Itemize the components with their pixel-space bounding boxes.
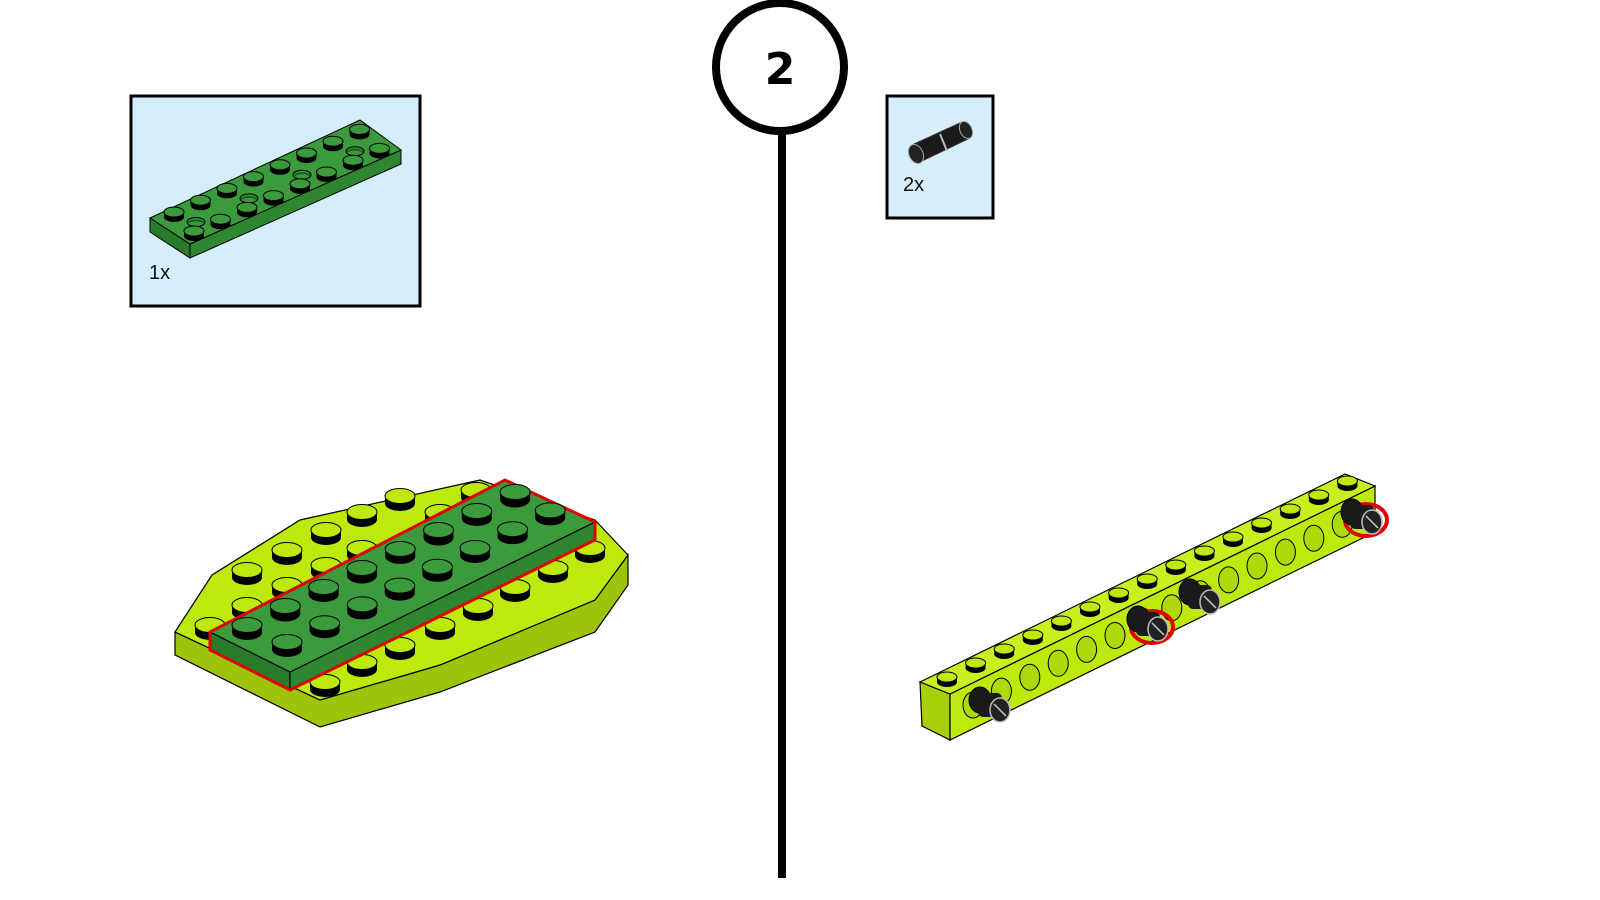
beam-stud [1108,587,1130,603]
green-stud [497,521,529,545]
stud [316,166,337,182]
stud [236,201,258,218]
stud [183,225,205,241]
beam-stud [1193,545,1215,561]
lime-stud [231,562,263,586]
stud [163,206,185,222]
green-stud [271,634,303,658]
new-part-highlight [208,478,597,692]
beam-stud [1022,629,1044,645]
beam-assembly-model [918,473,1389,741]
connector-pin-icon [907,120,974,165]
stud [369,142,390,159]
lime-stud [309,674,341,697]
green-stud [231,617,263,640]
beam-hole [1161,594,1183,622]
stud-hole [292,169,312,180]
beam-hole [1218,566,1240,594]
green-stud [309,615,341,639]
connector-pin-new [1340,498,1389,538]
green-stud [384,541,416,565]
lime-stud [271,542,303,565]
stud-hole [345,146,365,157]
beam-stud [1050,615,1072,631]
green-plate-icon [148,119,402,259]
plate-assembly-model [174,478,629,728]
beam-hole [1019,663,1041,691]
green-stud [346,560,378,583]
lime-stud [310,522,342,546]
beam-hole [1246,552,1268,580]
stud [289,178,311,194]
stud [269,159,291,175]
beam-hole [1303,524,1325,552]
beam-stud [1251,517,1273,533]
beam-stud [1165,559,1187,575]
stud [349,123,370,140]
beam-hole [1076,635,1098,663]
lime-stud [346,504,378,527]
stud [296,147,317,163]
green-stud [384,577,416,601]
step-number-circle [712,0,848,135]
green-stud [421,558,453,582]
lime-stud [384,488,416,512]
stud-hole [239,193,259,204]
beam-stud [1222,531,1244,547]
beam-stud [965,657,987,673]
green-stud [499,484,531,507]
connector-pin [968,686,1011,723]
parts-callout-plate: 1x [129,94,422,308]
green-stud [308,579,340,602]
stud [216,182,238,199]
stud [263,190,284,206]
green-stud [269,598,301,621]
stud [210,213,231,230]
quantity-label: 2x [903,174,924,196]
green-stud [461,503,493,527]
stud [243,171,264,187]
beam-stud [1308,489,1330,505]
green-stud [423,522,454,546]
beam-stud [1136,573,1158,589]
parts-callout-pin: 2x [885,94,995,220]
beam-stud [1336,475,1358,492]
stud-hole [186,217,206,227]
beam-stud [1079,601,1101,617]
stud [190,194,211,211]
beam-stud [936,671,958,687]
beam-stud [1279,503,1301,519]
beam-hole [1104,622,1126,649]
beam-hole [1047,649,1069,677]
stud [342,154,364,171]
connector-pin-new [1126,605,1175,645]
green-stud [346,596,378,620]
beam-stud [993,643,1015,659]
connector-pin [1178,578,1221,615]
quantity-label: 1x [149,262,170,284]
stud [322,135,344,152]
step-number: 2 [765,44,796,95]
green-stud [534,502,566,526]
beam-hole [1274,538,1296,566]
green-stud [459,540,491,564]
